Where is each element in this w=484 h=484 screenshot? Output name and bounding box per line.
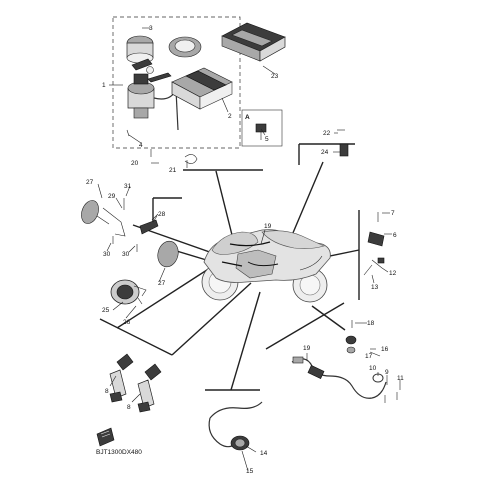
callout-24: 24 [321, 149, 329, 156]
ecu-unit [171, 67, 233, 110]
callout-10: 10 [369, 365, 377, 372]
callout-29: 29 [108, 193, 116, 200]
box-a-mark: A [245, 114, 250, 121]
screw-4 [126, 129, 130, 137]
sensor-22-24 [337, 129, 349, 157]
callout-4: 4 [139, 142, 143, 149]
callout-13: 13 [371, 284, 379, 291]
callout-31: 31 [124, 183, 132, 190]
callout-26: 26 [123, 319, 131, 326]
dashed-kit-frame [112, 16, 241, 149]
motorcycle-illustration [201, 229, 331, 303]
callout-17: 17 [365, 353, 373, 360]
sensors-6-7-12-13 [363, 212, 385, 276]
callout-8-right: 8 [127, 404, 131, 411]
callout-15: 15 [246, 468, 254, 475]
callout-23: 23 [271, 73, 279, 80]
callout-1: 1 [102, 82, 106, 89]
callout-14: 14 [260, 450, 268, 457]
wire-harness-19 [291, 356, 398, 403]
left-parts-group [81, 198, 179, 305]
ignition-coils-8 [109, 353, 162, 413]
leader-lines [99, 143, 360, 391]
callout-11: 11 [397, 375, 404, 382]
callout-28: 28 [158, 211, 166, 218]
book-icon [96, 427, 115, 447]
ecu-23 [221, 22, 286, 62]
callout-8-left: 8 [105, 388, 109, 395]
callout-16: 16 [381, 346, 389, 353]
callout-12: 12 [389, 270, 397, 277]
callout-18: 18 [367, 320, 375, 327]
key [147, 72, 172, 83]
main-switch-group [112, 16, 241, 164]
callout-27-top: 27 [86, 179, 94, 186]
callout-7: 7 [391, 210, 395, 217]
item-5-boxed: A [241, 109, 283, 147]
callout-22: 22 [323, 130, 331, 137]
clamp-21 [184, 154, 198, 164]
callout-2: 2 [228, 113, 232, 120]
callout-19-center: 19 [264, 223, 272, 230]
callout-9: 9 [385, 369, 389, 376]
callout-19-harness: 19 [303, 345, 311, 352]
callout-5: 5 [265, 136, 269, 143]
callout-6: 6 [393, 232, 397, 239]
callout-30-left: 30 [103, 251, 111, 258]
callout-25: 25 [102, 307, 110, 314]
lock-cover [168, 36, 202, 58]
callout-leaders [97, 27, 401, 472]
callout-30-right: 30 [122, 251, 130, 258]
callout-3: 3 [149, 25, 153, 32]
diagram-code: BJT1300DX480 [96, 449, 142, 456]
callout-27-bottom: 27 [158, 280, 166, 287]
callout-numbers: 1 2 3 4 5 6 7 8 8 9 10 11 12 13 14 15 16… [86, 25, 404, 475]
sensor-14-15 [208, 401, 263, 451]
diagram-code-block: BJT1300DX480 [96, 427, 142, 456]
box-a-frame [241, 109, 283, 147]
callout-21: 21 [169, 167, 177, 174]
callout-20: 20 [131, 160, 139, 167]
sensors-16-18 [345, 320, 357, 354]
